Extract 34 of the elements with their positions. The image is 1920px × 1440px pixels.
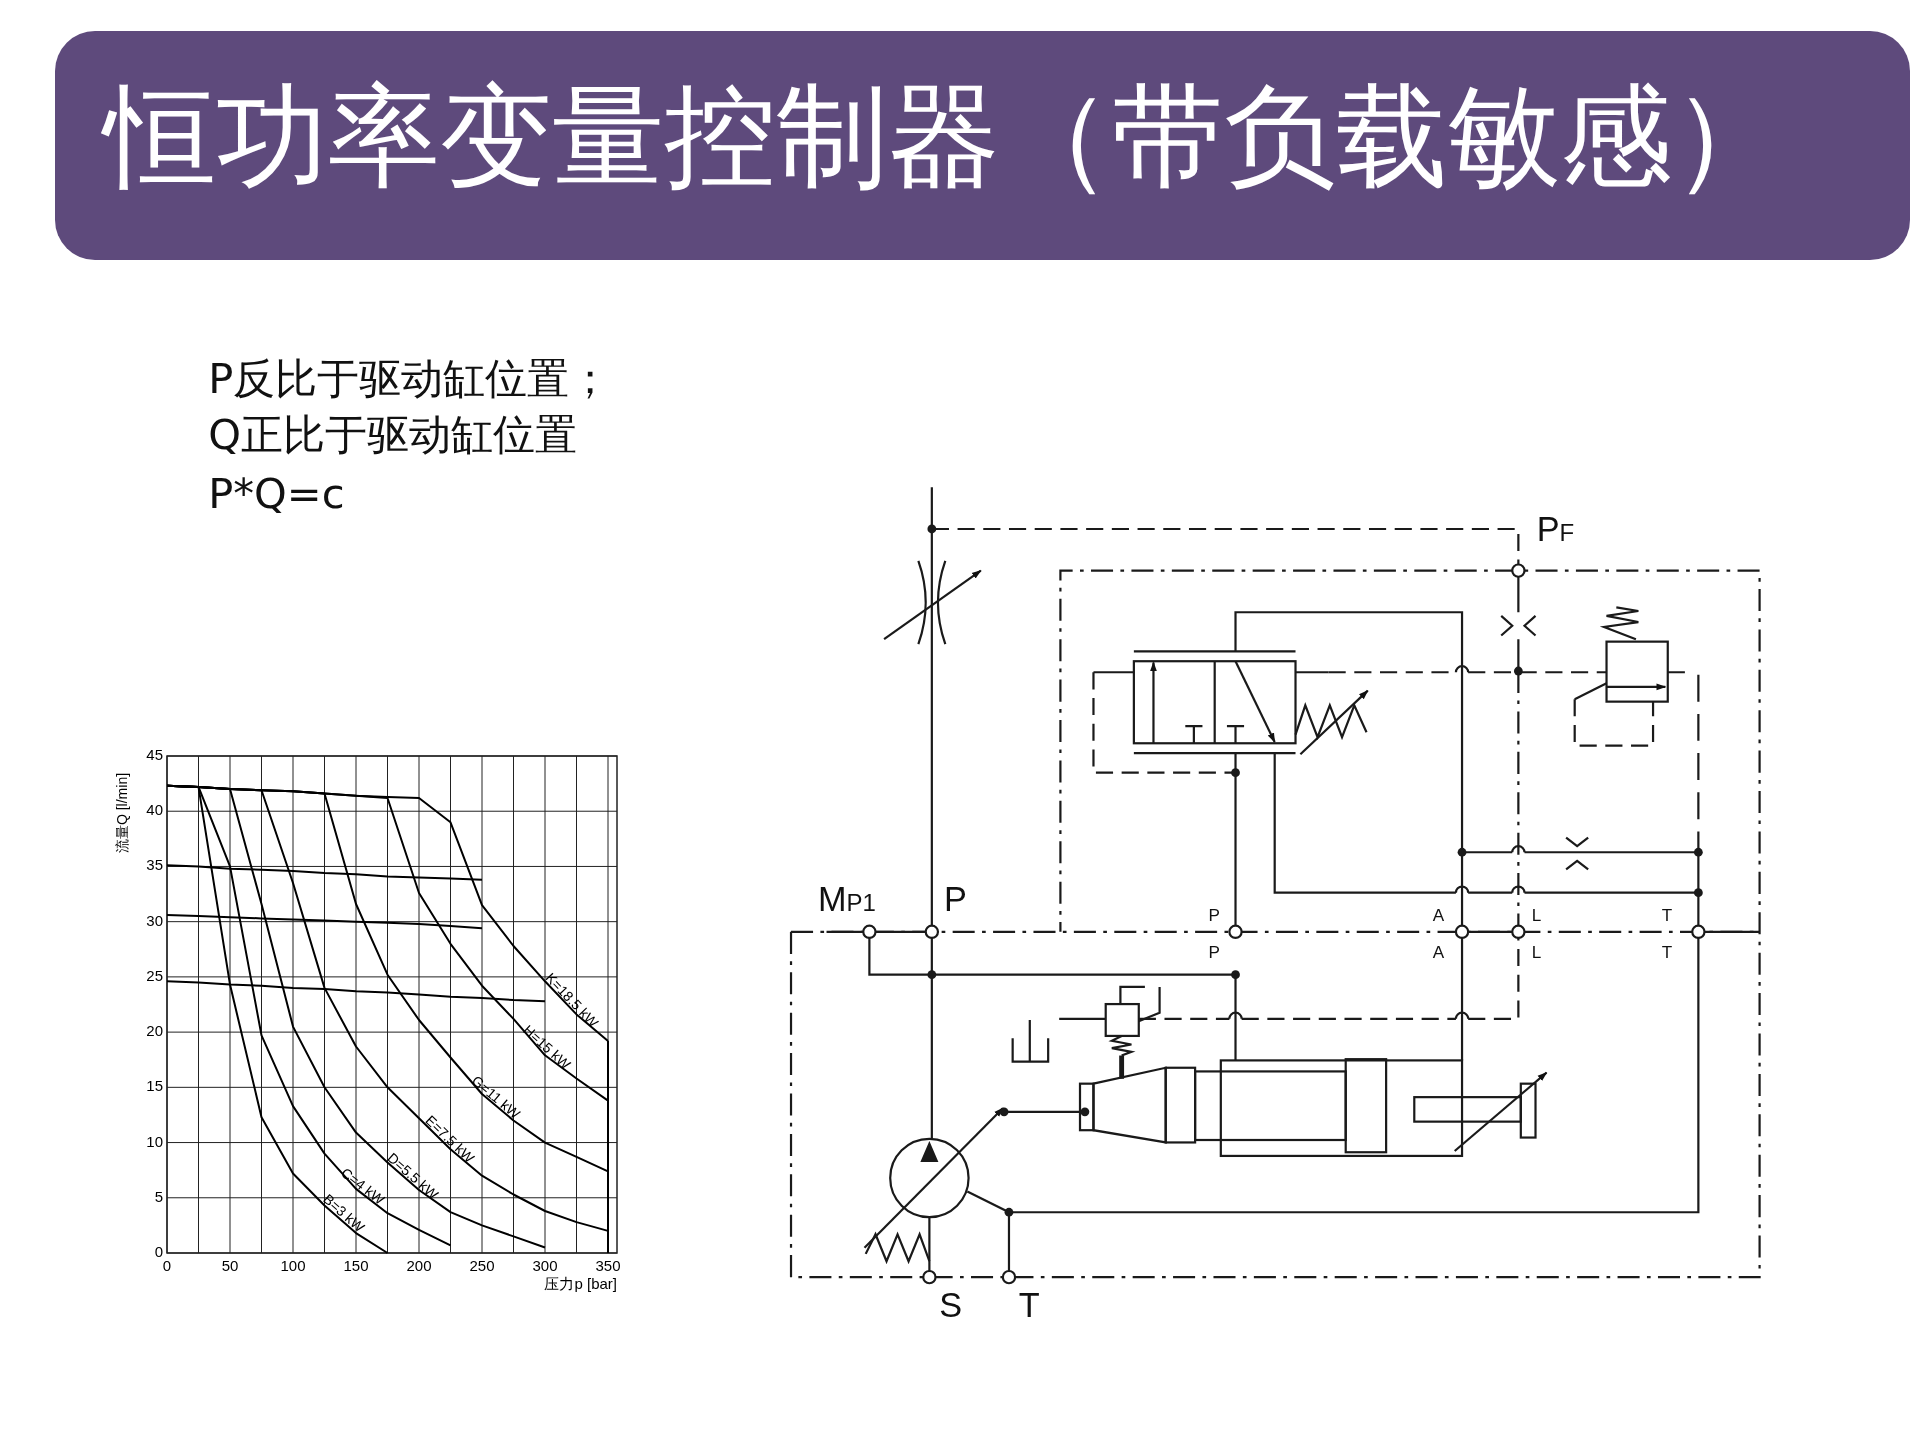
tick-label: 50 [220,1258,240,1273]
tick-label: 150 [342,1258,370,1273]
tick-label: 10 [145,1133,163,1149]
tick-label: 250 [468,1258,496,1273]
port-label: T [1661,944,1673,962]
port-label: T [1661,907,1673,925]
port-label: A [1432,944,1445,962]
port-label: P [1208,944,1220,962]
note-text: P*Q=c [208,472,345,515]
port-label: S [939,1288,963,1323]
tick-label: 0 [153,1244,163,1259]
port-label: L [1531,907,1542,925]
tick-label: 300 [531,1258,559,1273]
note-text: P反比于驱动缸位置； [208,357,612,400]
tick-label: 30 [145,912,163,928]
tick-label: 350 [594,1258,622,1273]
tick-label: 25 [145,967,163,983]
tick-label: 15 [145,1078,163,1094]
port-label: A [1432,907,1445,925]
port-label: T [1018,1288,1040,1323]
port-label: P [944,881,967,916]
tick-label: 20 [145,1023,163,1039]
tick-label: 40 [145,802,163,818]
port-label: P [1208,907,1220,925]
tick-label: 5 [153,1188,163,1204]
tick-label: 100 [279,1258,307,1273]
axis-title: 压力p [bar] [543,1276,617,1291]
tick-label: 0 [161,1258,173,1273]
note-text: Q正比于驱动缸位置 [208,413,577,456]
tick-label: 45 [145,747,163,762]
axis-title: 流量Q [l/min] [115,771,129,856]
tick-label: 200 [405,1258,433,1273]
tick-label: 35 [145,857,163,873]
port-label: L [1531,944,1542,962]
